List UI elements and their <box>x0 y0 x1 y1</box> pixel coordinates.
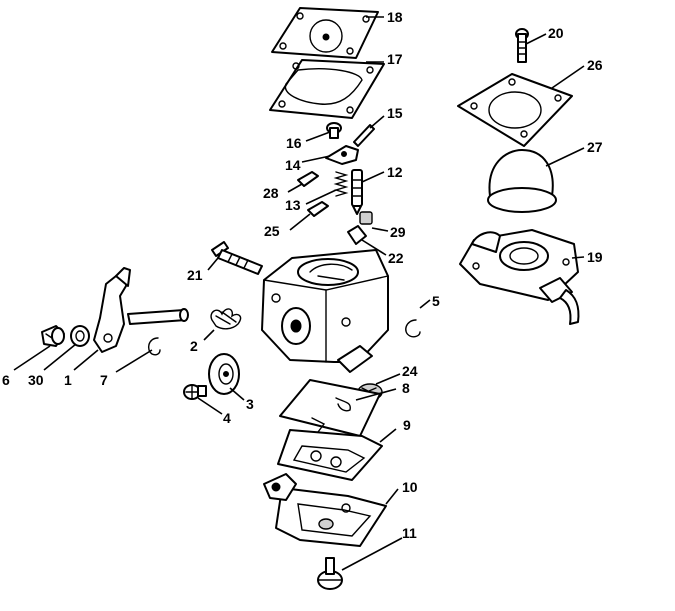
callout-8: 8 <box>402 380 410 396</box>
callout-21: 21 <box>187 267 203 283</box>
callout-1: 1 <box>64 372 72 388</box>
callout-5: 5 <box>432 293 440 309</box>
part-7-circlip <box>147 337 161 356</box>
callout-14: 14 <box>285 157 301 173</box>
part-16-screw <box>326 122 342 139</box>
callout-28: 28 <box>263 185 279 201</box>
part-30-washer <box>70 325 90 347</box>
part-19-primer-housing <box>459 229 580 325</box>
part-20-screw <box>515 28 529 63</box>
carburetor-body <box>261 249 389 373</box>
callout-20: 20 <box>548 25 564 41</box>
callout-12: 12 <box>387 164 403 180</box>
callout-labels: 18 17 15 16 14 28 13 12 25 29 22 21 2 3 … <box>2 9 603 541</box>
callout-10: 10 <box>402 479 418 495</box>
part-14-inlet-lever <box>325 145 359 165</box>
part-12-inlet-needle <box>351 169 363 215</box>
part-11-screw <box>317 557 343 590</box>
part-22-check-valve <box>347 225 367 245</box>
part-15-pin <box>353 124 375 147</box>
part-21-adjusting-screw <box>211 241 263 275</box>
callout-25: 25 <box>264 223 280 239</box>
callout-6: 6 <box>2 372 10 388</box>
callout-15: 15 <box>387 105 403 121</box>
part-6-bushing <box>41 325 65 347</box>
callout-29: 29 <box>390 224 406 240</box>
part-18-diaphragm <box>271 7 379 59</box>
part-26-gasket <box>457 73 573 147</box>
callout-9: 9 <box>403 417 411 433</box>
part-9-gasket <box>277 429 383 481</box>
leader-lines <box>13 16 585 571</box>
callout-22: 22 <box>388 250 404 266</box>
callout-19: 19 <box>587 249 603 265</box>
part-17-gasket <box>269 59 385 119</box>
callout-30: 30 <box>28 372 44 388</box>
callout-18: 18 <box>387 9 403 25</box>
callout-11: 11 <box>402 525 417 541</box>
part-10-pump-cover <box>263 473 387 547</box>
callout-26: 26 <box>587 57 603 73</box>
part-4-screw <box>183 384 207 400</box>
callout-3: 3 <box>246 396 254 412</box>
callout-17: 17 <box>387 51 403 67</box>
callout-7: 7 <box>100 372 108 388</box>
part-3-plate <box>208 353 240 395</box>
callout-2: 2 <box>190 338 198 354</box>
callout-27: 27 <box>587 139 603 155</box>
part-13-spring <box>333 171 349 197</box>
part-2-spring <box>210 308 242 330</box>
callout-16: 16 <box>286 135 302 151</box>
part-29-nozzle <box>359 211 373 225</box>
part-5-circlip <box>405 319 421 338</box>
part-25-plug <box>307 201 329 217</box>
part-27-primer-bulb <box>487 149 557 213</box>
part-1-throttle-shaft-lever <box>93 267 189 353</box>
callout-4: 4 <box>223 410 231 426</box>
callout-13: 13 <box>285 197 301 213</box>
callout-24: 24 <box>402 363 418 379</box>
